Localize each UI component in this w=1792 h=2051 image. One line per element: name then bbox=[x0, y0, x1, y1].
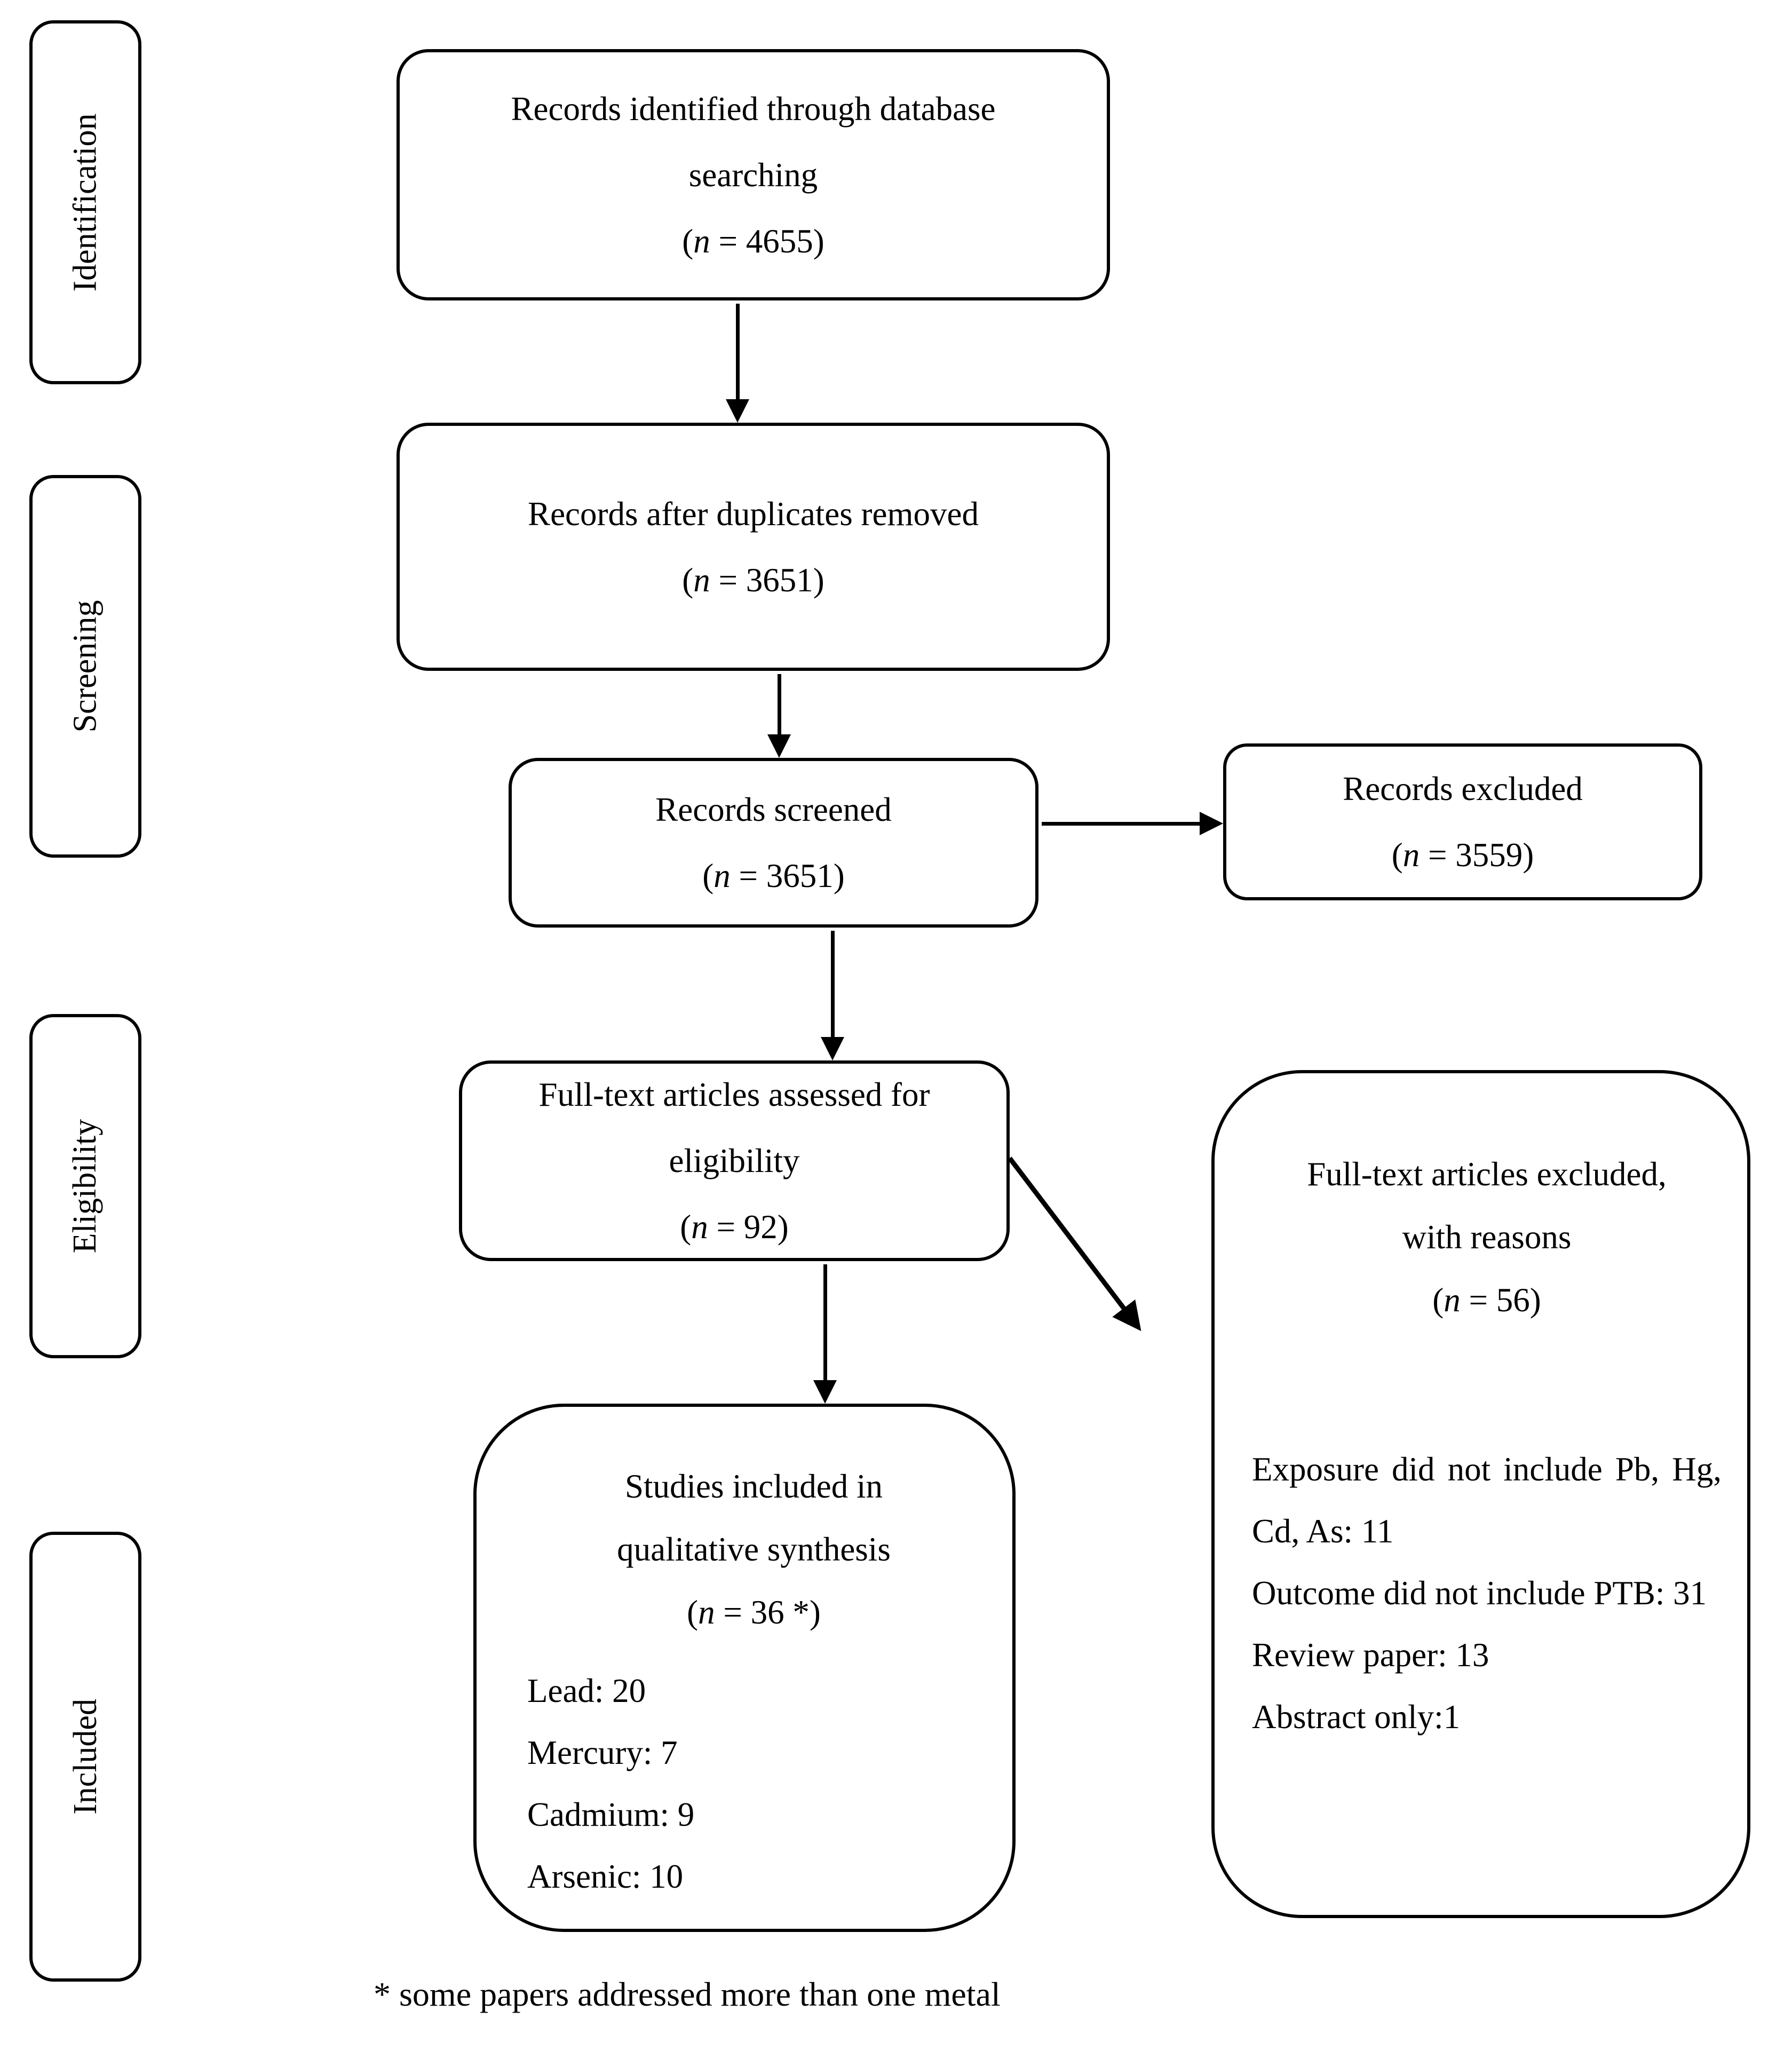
box-studies-included-count: (n = 36 *) bbox=[687, 1594, 821, 1631]
arrow-head-right-icon bbox=[1200, 812, 1223, 835]
box-duplicates-removed: Records after duplicates removed (n = 36… bbox=[397, 423, 1110, 671]
box-records-excluded-count: (n = 3559) bbox=[1391, 836, 1534, 874]
phase-label-eligibility: Eligibility bbox=[29, 1014, 141, 1358]
box-records-identified-title-line2: searching bbox=[688, 156, 818, 194]
box-fulltext-excluded-title-line2: with reasons bbox=[1402, 1218, 1572, 1256]
arrow-head-down-icon bbox=[767, 734, 791, 758]
exclusion-reason-item: Exposure did not include Pb, Hg, Cd, As:… bbox=[1252, 1451, 1722, 1550]
metal-breakdown-item: Lead: 20 bbox=[527, 1672, 646, 1709]
box-fulltext-assessed-title-line1: Full-text articles assessed for bbox=[538, 1076, 930, 1113]
metal-breakdown-item: Mercury: 7 bbox=[527, 1734, 678, 1771]
box-duplicates-removed-title: Records after duplicates removed bbox=[528, 495, 979, 533]
box-fulltext-assessed-count: (n = 92) bbox=[680, 1208, 789, 1246]
box-fulltext-assessed-title-line2: eligibility bbox=[669, 1142, 800, 1179]
phase-label-identification-text: Identification bbox=[67, 113, 104, 291]
box-fulltext-excluded-count: (n = 56) bbox=[1432, 1281, 1541, 1319]
metal-breakdown-list: Lead: 20 Mercury: 7 Cadmium: 9 Arsenic: … bbox=[527, 1660, 980, 1907]
box-records-identified-title-line1: Records identified through database bbox=[511, 90, 996, 128]
arrow-head-down-icon bbox=[813, 1380, 837, 1404]
exclusion-reason-item: Abstract only:1 bbox=[1252, 1698, 1461, 1736]
phase-label-screening-text: Screening bbox=[67, 600, 104, 733]
exclusion-reason-item: Review paper: 13 bbox=[1252, 1636, 1489, 1674]
footnote: * some papers addressed more than one me… bbox=[374, 1975, 1001, 2013]
box-duplicates-removed-count: (n = 3651) bbox=[682, 561, 824, 599]
box-records-excluded-title: Records excluded bbox=[1343, 770, 1583, 807]
exclusion-reason-item: Outcome did not include PTB: 31 bbox=[1252, 1574, 1707, 1612]
metal-breakdown-item: Cadmium: 9 bbox=[527, 1796, 695, 1833]
phase-label-identification: Identification bbox=[29, 20, 141, 384]
box-fulltext-assessed: Full-text articles assessed for eligibil… bbox=[459, 1060, 1010, 1261]
box-records-screened-count: (n = 3651) bbox=[702, 857, 845, 894]
box-studies-included-title-line1: Studies included in bbox=[625, 1468, 883, 1505]
box-fulltext-excluded-title-line1: Full-text articles excluded, bbox=[1307, 1155, 1667, 1193]
box-records-identified: Records identified through database sear… bbox=[397, 49, 1110, 300]
exclusion-reasons-list: Exposure did not include Pb, Hg, Cd, As:… bbox=[1252, 1438, 1722, 1748]
arrow-head-down-icon bbox=[821, 1037, 844, 1060]
box-studies-included-title-line2: qualitative synthesis bbox=[617, 1531, 891, 1568]
arrow-diagonal-line bbox=[1008, 1157, 1141, 1332]
phase-label-included: Included bbox=[29, 1532, 141, 1982]
arrow-fulltext-to-included bbox=[813, 1264, 837, 1404]
arrow-screened-to-fulltext bbox=[821, 931, 844, 1060]
phase-label-screening: Screening bbox=[29, 475, 141, 858]
box-studies-included: Studies included in qualitative synthesi… bbox=[473, 1404, 1016, 1932]
box-fulltext-excluded: Full-text articles excluded, with reason… bbox=[1211, 1070, 1750, 1918]
metal-breakdown-item: Arsenic: 10 bbox=[527, 1858, 684, 1895]
arrow-head-down-icon bbox=[726, 399, 749, 423]
arrow-screened-to-excluded bbox=[1042, 812, 1223, 835]
phase-label-eligibility-text: Eligibility bbox=[67, 1119, 104, 1254]
arrow-dedup-to-screened bbox=[767, 674, 791, 758]
arrow-identified-to-dedup bbox=[726, 304, 749, 423]
box-records-excluded: Records excluded (n = 3559) bbox=[1223, 743, 1702, 900]
arrow-fulltext-to-fulltext-excluded bbox=[1008, 1157, 1141, 1332]
phase-label-included-text: Included bbox=[67, 1699, 104, 1815]
box-records-identified-count: (n = 4655) bbox=[682, 222, 824, 260]
box-records-screened: Records screened (n = 3651) bbox=[509, 758, 1038, 928]
box-records-screened-title: Records screened bbox=[655, 791, 892, 828]
